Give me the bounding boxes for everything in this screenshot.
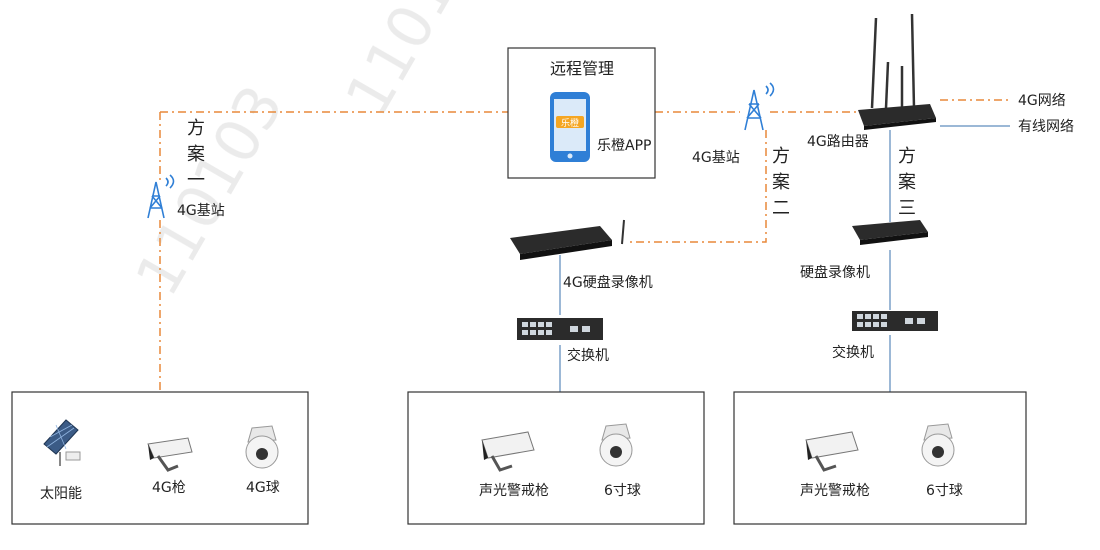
base-station-1-icon: [147, 174, 175, 219]
bullet-camera-icon: [147, 437, 193, 472]
nvr-icon: [852, 220, 928, 245]
switch-2-label: 交换机: [567, 347, 609, 364]
scheme-1-char-1: 方: [187, 118, 205, 139]
legend-4g-network: 4G网络: [1018, 93, 1066, 109]
nvr-4g-icon: [510, 219, 625, 260]
router-label: 4G路由器: [807, 134, 869, 150]
scheme-3-char-2: 案: [898, 172, 916, 193]
remote-title: 远程管理: [550, 59, 614, 78]
speed-dome-camera-icon: [599, 423, 633, 467]
app-icon-text: 乐橙: [561, 117, 579, 129]
watermark-text-1: 110103: [122, 74, 297, 307]
scheme-3-label: 方 案 三: [898, 146, 916, 219]
group-2-device-2-label: 6寸球: [604, 483, 641, 499]
device-group-3-box: [733, 391, 1027, 525]
device-group-2-box: [407, 391, 705, 525]
connections-wired: [559, 125, 1010, 392]
nvr-label: 硬盘录像机: [800, 264, 870, 281]
connections-4g: [159, 99, 1010, 392]
scheme-2-char-1: 方: [772, 146, 790, 167]
dome-camera-icon: [245, 425, 279, 469]
scheme-1-char-2: 案: [187, 144, 205, 165]
group-1-device-1-label: 太阳能: [40, 486, 82, 502]
watermark-text-2: 110103: [332, 0, 507, 128]
router-4g-icon: [858, 13, 936, 130]
scheme-2-label: 方 案 二: [772, 146, 790, 219]
remote-management-box: 远程管理 乐橙 乐橙APP: [507, 47, 656, 179]
base-station-2-icon: [744, 82, 775, 131]
legend-wired-network: 有线网络: [1018, 119, 1074, 135]
base-station-1-label: 4G基站: [177, 202, 225, 219]
scheme-3-char-1: 方: [898, 146, 916, 167]
alarm-bullet-camera-icon-2: [805, 431, 859, 472]
group-1-device-3-label: 4G球: [246, 480, 280, 496]
speed-dome-camera-icon-2: [921, 423, 955, 467]
app-label: 乐橙APP: [597, 138, 651, 154]
link-tower2-nvr4g: [630, 130, 767, 243]
group-2-device-1-label: 声光警戒枪: [479, 482, 549, 499]
group-3-device-1-label: 声光警戒枪: [800, 482, 870, 499]
nvr-4g-label: 4G硬盘录像机: [563, 274, 653, 291]
switch-3-icon: [852, 311, 938, 331]
scheme-1-char-3: 一: [187, 170, 205, 191]
scheme-2-char-2: 案: [772, 172, 790, 193]
solar-panel-icon: [43, 419, 81, 466]
phone-icon: 乐橙: [550, 92, 590, 162]
switch-3-label: 交换机: [832, 344, 874, 361]
device-group-1-box: [11, 391, 309, 525]
watermark: 110103 110103: [122, 0, 507, 308]
alarm-bullet-camera-icon: [481, 431, 535, 472]
scheme-1-label: 方 案 一: [187, 118, 205, 191]
group-3-device-2-label: 6寸球: [926, 483, 963, 499]
switch-2-icon: [517, 318, 603, 340]
base-station-2-label: 4G基站: [692, 149, 740, 166]
scheme-2-char-3: 二: [772, 198, 790, 219]
scheme-3-char-3: 三: [898, 198, 916, 219]
group-1-device-2-label: 4G枪: [152, 479, 186, 496]
